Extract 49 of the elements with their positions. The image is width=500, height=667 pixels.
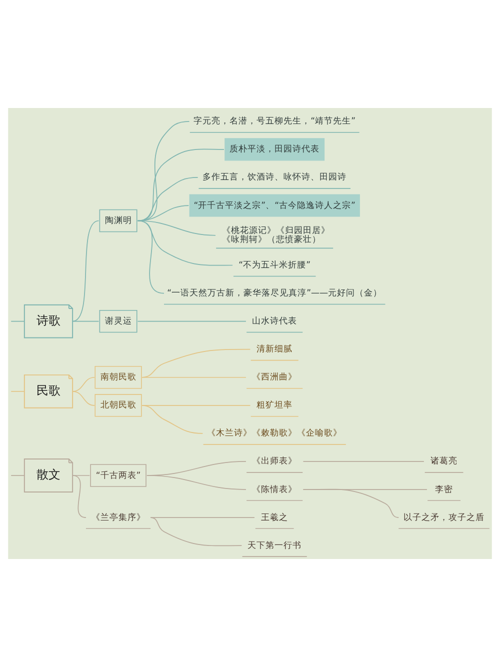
connector bbox=[137, 220, 164, 294]
connector bbox=[150, 517, 255, 518]
node-text: “一语天然万古新，豪华落尽见真淳”——元好问（金） bbox=[167, 288, 382, 299]
connector bbox=[72, 320, 100, 322]
connector bbox=[10, 475, 25, 476]
node-box: 南朝民歌 bbox=[94, 366, 142, 389]
connector bbox=[72, 376, 95, 392]
connector bbox=[150, 517, 242, 546]
node-text: 《陈情表》 bbox=[252, 484, 298, 495]
connector bbox=[137, 220, 233, 266]
node-text: 粗犷坦率 bbox=[256, 400, 293, 411]
node-box: 陶渊明 bbox=[99, 209, 138, 232]
connector bbox=[72, 390, 95, 406]
connector bbox=[137, 320, 246, 322]
node-box: 谢灵运 bbox=[99, 310, 138, 333]
connector bbox=[10, 390, 25, 392]
connector bbox=[302, 488, 400, 518]
connector bbox=[137, 120, 190, 222]
connector bbox=[72, 475, 86, 518]
node-text: 清新细腻 bbox=[256, 344, 293, 355]
node-text: “不为五斗米折腰” bbox=[238, 260, 311, 270]
connector bbox=[137, 205, 190, 222]
node-text: 王羲之 bbox=[261, 512, 288, 523]
node-box: 北朝民歌 bbox=[94, 394, 142, 417]
node-text: 天下第一行书 bbox=[248, 540, 302, 551]
node-text: 《兰亭集序》 bbox=[91, 512, 146, 523]
node-box: “千古两表” bbox=[90, 464, 146, 487]
connector bbox=[137, 177, 198, 222]
node-text: 字元亮，名潜，号五柳先生，“靖节先生” bbox=[194, 116, 356, 127]
connector bbox=[142, 348, 251, 378]
node-text: 《西洲曲》 bbox=[252, 372, 298, 383]
node-text: 山水诗代表 bbox=[252, 316, 298, 327]
node-text: 李密 bbox=[435, 484, 454, 495]
node-text: 诸葛亮 bbox=[430, 456, 458, 467]
node-text: 多作五言，饮酒诗、咏怀诗、田园诗 bbox=[202, 172, 347, 183]
node-text: 《出师表》 bbox=[252, 456, 298, 467]
connector bbox=[72, 220, 100, 322]
node-text: 《桃花源记》《归园田居》《咏荆轲》（悲愤豪壮） bbox=[222, 226, 330, 246]
connector bbox=[302, 461, 424, 462]
connector bbox=[72, 475, 90, 476]
connector bbox=[142, 376, 246, 378]
node-box: 质朴平淡，田园诗代表 bbox=[224, 138, 325, 161]
node-text: 以子之矛，攻子之盾 bbox=[404, 512, 485, 523]
node-text: 《木兰诗》《敕勒歌》《企喻歌》 bbox=[207, 428, 342, 439]
connector bbox=[146, 475, 246, 490]
node-box: “开千古平淡之宗”、“古今隐逸诗人之宗” bbox=[189, 194, 360, 217]
connector bbox=[142, 404, 204, 434]
connector bbox=[10, 320, 25, 322]
connector bbox=[137, 148, 224, 222]
